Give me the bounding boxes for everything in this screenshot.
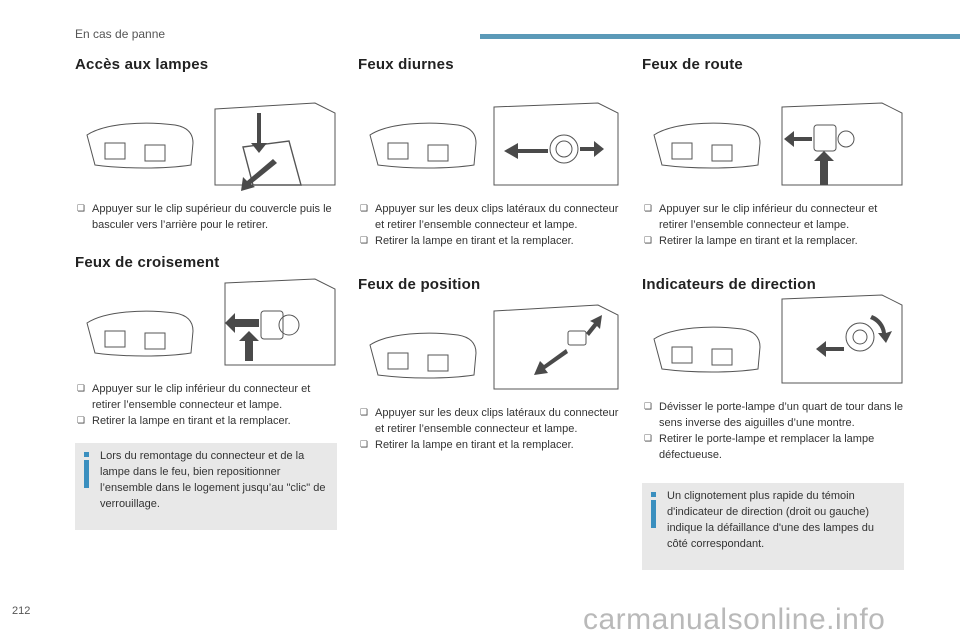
position-light-illustration xyxy=(369,304,619,390)
column-3: Feux de route ❏Appuyer sur le clip infér… xyxy=(642,56,904,570)
checkbox-bullet-icon: ❏ xyxy=(644,204,653,214)
title-acces: Accès aux lampes xyxy=(75,56,209,73)
list-item: ❏Retirer la lampe en tirant et la rempla… xyxy=(360,439,574,451)
list-item: ❏Appuyer sur le clip inférieur du connec… xyxy=(77,383,311,411)
turn-indicator-illustration xyxy=(653,294,903,384)
info-box-indicateurs: Un clignotement plus rapide du témoin d'… xyxy=(642,483,904,570)
headlamp-cover-illustration xyxy=(86,102,336,191)
list-item: ❏Appuyer sur les deux clips latéraux du … xyxy=(360,407,619,435)
page-number: 212 xyxy=(12,605,31,617)
checkbox-bullet-icon: ❏ xyxy=(360,408,369,418)
steps-acces: ❏Appuyer sur le clip supérieur du couver… xyxy=(75,201,337,233)
info-box-croisement: Lors du remontage du connecteur et de la… xyxy=(75,443,337,530)
title-croisement: Feux de croisement xyxy=(75,254,220,271)
steps-croisement: ❏Appuyer sur le clip inférieur du connec… xyxy=(75,381,337,429)
steps-diurnes: ❏Appuyer sur les deux clips latéraux du … xyxy=(358,201,620,249)
checkbox-bullet-icon: ❏ xyxy=(644,434,653,444)
info-icon xyxy=(651,492,656,528)
watermark-text: carmanualsonline.info xyxy=(583,603,886,636)
column-2: Feux diurnes ❏Appuyer sur les deux clips… xyxy=(358,56,620,453)
checkbox-bullet-icon: ❏ xyxy=(360,236,369,246)
title-route: Feux de route xyxy=(642,56,743,73)
checkbox-bullet-icon: ❏ xyxy=(77,416,86,426)
high-beam-illustration xyxy=(653,102,903,186)
steps-route: ❏Appuyer sur le clip inférieur du connec… xyxy=(642,201,904,249)
steps-position: ❏Appuyer sur les deux clips latéraux du … xyxy=(358,405,620,453)
list-item: ❏Retirer la lampe en tirant et la rempla… xyxy=(77,415,291,427)
list-item: ❏Appuyer sur le clip supérieur du couver… xyxy=(77,203,332,231)
checkbox-bullet-icon: ❏ xyxy=(77,384,86,394)
title-diurnes: Feux diurnes xyxy=(358,56,454,73)
section-header: En cas de panne xyxy=(75,27,166,41)
list-item: ❏Retirer la lampe en tirant et la rempla… xyxy=(644,235,858,247)
checkbox-bullet-icon: ❏ xyxy=(360,204,369,214)
checkbox-bullet-icon: ❏ xyxy=(360,440,369,450)
steps-indicateurs: ❏Dévisser le porte-lampe d’un quart de t… xyxy=(642,399,904,463)
list-item: ❏Retirer le porte-lampe et remplacer la … xyxy=(644,433,875,461)
info-icon xyxy=(84,452,89,488)
checkbox-bullet-icon: ❏ xyxy=(644,236,653,246)
list-item: ❏Appuyer sur le clip inférieur du connec… xyxy=(644,203,878,231)
column-1: Accès aux lampes ❏Appuyer sur le clip su… xyxy=(75,56,337,530)
list-item: ❏Appuyer sur les deux clips latéraux du … xyxy=(360,203,619,231)
checkbox-bullet-icon: ❏ xyxy=(644,402,653,412)
list-item: ❏Retirer la lampe en tirant et la rempla… xyxy=(360,235,574,247)
title-indicateurs: Indicateurs de direction xyxy=(642,276,817,293)
checkbox-bullet-icon: ❏ xyxy=(77,204,86,214)
daytime-light-illustration xyxy=(369,102,619,186)
title-position: Feux de position xyxy=(358,276,481,293)
header-accent-bar xyxy=(480,34,960,39)
low-beam-illustration xyxy=(86,278,336,366)
list-item: ❏Dévisser le porte-lampe d’un quart de t… xyxy=(644,401,903,429)
